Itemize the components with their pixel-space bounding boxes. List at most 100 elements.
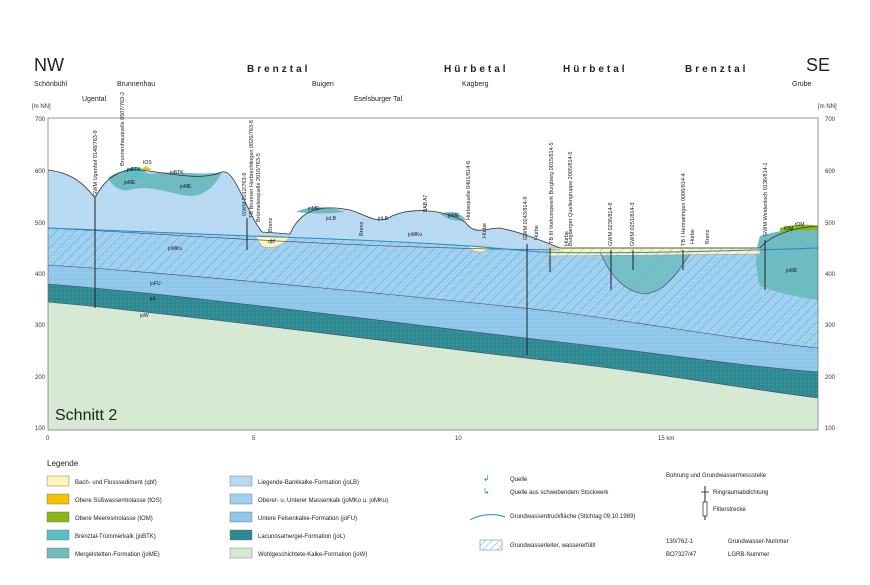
formation-codes: joBTK tOS joBTK joME joME tOM joMKu joFU…	[123, 160, 804, 319]
x-tick: 10	[455, 436, 462, 442]
river-label: Hürbe	[690, 229, 696, 244]
direction-se: SE	[806, 55, 830, 75]
place-label: Grube	[792, 81, 812, 88]
place-label: Brunnenhau	[117, 81, 155, 88]
legend-gw-label: Grundwasser-Nummer	[728, 539, 789, 545]
legend-lgrb-example: BO7327/47	[666, 552, 697, 558]
y-tick-right: 500	[825, 221, 836, 227]
y-unit-right: [m NN]	[818, 104, 837, 110]
formation-code: joLB	[325, 216, 337, 222]
legend-borehole-title: Bohrung und Grundwassermessstelle	[666, 473, 767, 479]
place-label: Buigen	[312, 81, 334, 88]
layer-joME-right	[756, 228, 818, 300]
plot-frame	[47, 117, 819, 431]
y-tick-left: 500	[35, 221, 46, 227]
place-label: Schönbühl	[34, 81, 68, 88]
y-tick-left: 100	[35, 426, 46, 432]
borehole-label: Brunnenhauquelle 8507/763-2	[120, 92, 126, 166]
y-tick-left: 300	[35, 323, 46, 329]
legend-swatch	[46, 493, 70, 505]
layer-tOS	[140, 166, 152, 170]
borehole-label: TB III Vorkumpwerk Burgberg 0015/814-5	[549, 143, 555, 245]
section-title: Schnitt 2	[55, 407, 117, 424]
terrain-line	[48, 169, 818, 249]
y-tick-right: 400	[825, 272, 836, 278]
formation-code: joFU	[149, 281, 161, 287]
gw-surface-line-icon	[469, 514, 506, 521]
place-label: Kagberg	[462, 81, 489, 88]
legend-gw-surface: Grundwasserdruckfläche (Stichtag 09.10.1…	[510, 514, 635, 520]
layer-joME-trough	[600, 252, 690, 294]
legend-boreholes: Bohrung und Grundwassermessstelle Ringra…	[666, 473, 789, 558]
legend-annular-seal: Ringraumabdichtung	[713, 490, 768, 496]
groundwater-surface	[48, 227, 818, 254]
borehole-label: TB Brunnen Herbrechtingen 0026/763-8	[249, 120, 255, 218]
valley-names: Brenztal Hürbetal Hürbetal Brenztal	[247, 64, 748, 75]
legend-label: Brenztal-Trümmerkalk (joBTK)	[75, 534, 156, 540]
formation-code: joME	[447, 213, 460, 219]
river-label: Hürbe	[482, 223, 488, 238]
legend-formations: Bach- und Flusssediment (qbf) Obere Süßwa…	[46, 475, 388, 559]
legend-symbols: ↲ Quelle ↳ Quelle aus schwebendem Stockw…	[469, 474, 635, 551]
legend-swatch	[46, 547, 70, 559]
valley-label: Hürbetal	[563, 64, 628, 75]
legend-label: Mergelstetten-Formation (joME)	[75, 552, 160, 558]
qbf-fill-1	[254, 235, 291, 248]
legend-swatch	[46, 475, 70, 487]
borehole-label: Brünnelesquelle 2010/763-5	[256, 153, 262, 222]
legend-title: Legende	[47, 459, 79, 468]
legend-swatch	[229, 475, 253, 487]
geology-layers	[48, 118, 818, 430]
legend-swatch	[229, 547, 253, 559]
y-tick-left: 600	[35, 169, 46, 175]
y-tick-right: 100	[825, 426, 836, 432]
formation-code: joME	[307, 206, 320, 212]
borehole-label: TB I Hermaringen 0006/814-4	[681, 173, 687, 246]
borehole-label: GWM 2012/763-6	[242, 173, 248, 216]
borehole-label: GWM 0251/814-3	[630, 203, 636, 246]
x-tick: 0	[46, 436, 50, 442]
formation-code: tOM	[784, 226, 793, 232]
legend-perched-spring: Quelle aus schwebendem Stockwerk	[510, 490, 609, 496]
place-label: Ugental	[82, 96, 107, 103]
formation-code: joBTK	[126, 167, 141, 173]
river-label: Hürbe	[564, 231, 570, 246]
formation-code: joBTK	[169, 170, 184, 176]
formation-code: BAB A7	[423, 195, 429, 212]
legend-label: Bach- und Flusssediment (qbf)	[75, 480, 157, 486]
formation-code: joW	[139, 313, 149, 319]
borehole-label: GWM 0236/814-8	[608, 203, 614, 246]
borehole-label: GWM Weidenloch 0136/814-1	[763, 162, 769, 236]
formation-code: joL	[149, 296, 157, 302]
valley-label: Hürbetal	[444, 64, 509, 75]
borehole-label: GWM Ugenhof 0148/763-9	[93, 130, 99, 196]
y-unit-left: [m NN]	[32, 104, 51, 110]
legend-label: Obere Süßwassermolasse (tOS)	[75, 498, 162, 504]
formation-code: joMKo	[407, 232, 422, 238]
river-label: Hürbe	[534, 225, 540, 240]
legend-spring: Quelle	[510, 477, 528, 483]
y-tick-left: 200	[35, 375, 46, 381]
river-label: Brenz	[268, 217, 274, 232]
river-labels: Brenz Brenz Hürbe Hürbe Hürbe Hürbe Bren…	[268, 217, 711, 246]
valley-label: Brenztal	[685, 64, 748, 75]
aquifer-swatch	[479, 539, 503, 551]
formation-code: joME	[785, 268, 798, 274]
river-label: Brenz	[705, 229, 711, 244]
legend-swatch	[46, 511, 70, 523]
direction-nw: NW	[34, 55, 64, 75]
y-tick-right: 600	[825, 169, 836, 175]
borehole-label: Hürbequelle 0401/814-6	[466, 161, 472, 220]
valley-label: Brenztal	[247, 64, 310, 75]
legend-label: Obere Meeresmolasse (tOM)	[75, 516, 153, 522]
river-label: Brenz	[359, 221, 365, 236]
spring-icon: ↲	[483, 474, 490, 483]
legend-label: Untere Felsenkalke-Formation (joFU)	[258, 516, 357, 522]
legend-label: Lacunosamergel-Formation (joL)	[258, 534, 345, 540]
legend-gw-surface-text: Grundwasserdruckfläche (Stichtag 09.10.1…	[510, 514, 635, 520]
legend-gw-example: 130/762-1	[666, 539, 694, 545]
axis-labels: [m NN] [m NN] 700 600 500 400 300 200 10…	[32, 104, 837, 442]
legend-swatch	[229, 493, 253, 505]
legend-label: Wohlgeschichtete-Kalke-Formation (joW)	[258, 552, 367, 558]
x-tick: 15 km	[658, 436, 674, 442]
